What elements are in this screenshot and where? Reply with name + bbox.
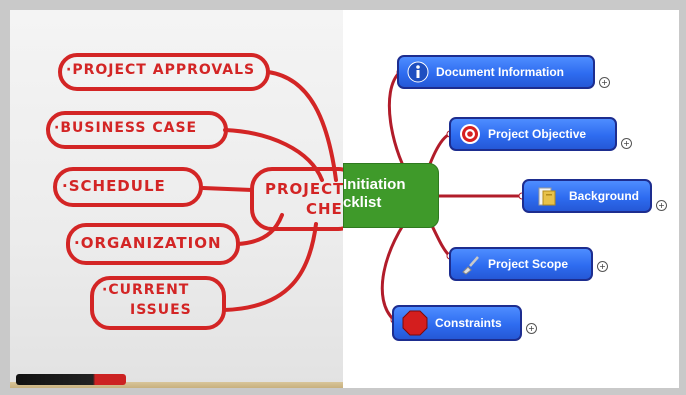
whiteboard-tray	[10, 382, 343, 388]
whiteboard-item-box-3	[53, 167, 203, 207]
shovel-icon	[459, 253, 481, 275]
topic-label: Project Objective	[488, 127, 587, 141]
topic-label: Document Information	[436, 65, 564, 79]
whiteboard-item-1: ·PROJECT APPROVALS	[66, 62, 256, 78]
topic-background[interactable]: Background	[522, 179, 652, 213]
whiteboard-item-2: ·BUSINESS CASE	[54, 120, 198, 136]
central-topic-line-2: cklist	[343, 194, 382, 211]
marker-pen	[16, 374, 126, 385]
expand-project-scope-button[interactable]: +	[597, 261, 608, 272]
folder-document-icon	[536, 185, 558, 207]
topic-document-information[interactable]: Document Information	[397, 55, 595, 89]
topic-label: Project Scope	[488, 257, 569, 271]
connector-organization	[236, 213, 284, 246]
whiteboard-item-3: ·SCHEDULE	[62, 177, 166, 195]
whiteboard-center-line-2: CHE	[306, 200, 343, 218]
connector-schedule	[201, 186, 254, 192]
topic-label: Constraints	[435, 316, 502, 330]
topic-label: Background	[569, 189, 640, 203]
whiteboard-item-box-5	[90, 276, 226, 330]
expand-document-information-button[interactable]: +	[599, 77, 610, 88]
whiteboard-center-line-1: PROJECT	[265, 180, 343, 198]
connector-current-issues	[222, 222, 318, 312]
whiteboard-photo: ·PROJECT APPROVALS ·BUSINESS CASE ·SCHED…	[10, 10, 343, 388]
central-topic-line-1: Initiation	[343, 176, 406, 193]
whiteboard-item-box-2	[46, 111, 228, 149]
expand-project-objective-button[interactable]: +	[621, 138, 632, 149]
stop-sign-icon	[402, 310, 428, 336]
whiteboard-connectors	[201, 70, 338, 312]
whiteboard-center-box	[250, 167, 343, 231]
whiteboard-item-4: ·ORGANIZATION	[74, 234, 222, 252]
central-topic[interactable]	[343, 163, 439, 228]
whiteboard-item-box-1	[58, 53, 270, 91]
connector-approvals	[266, 70, 338, 182]
topic-constraints[interactable]: Constraints	[392, 305, 522, 341]
whiteboard-item-box-4	[66, 223, 240, 265]
central-topic-label: Initiation cklist	[343, 176, 406, 212]
topic-project-objective[interactable]: Project Objective	[449, 117, 617, 151]
target-icon	[459, 123, 481, 145]
topic-project-scope[interactable]: Project Scope	[449, 247, 593, 281]
info-icon	[407, 61, 429, 83]
whiteboard-item-5-line-2: ISSUES	[130, 302, 192, 318]
expand-background-button[interactable]: +	[656, 200, 667, 211]
expand-constraints-button[interactable]: +	[526, 323, 537, 334]
whiteboard-item-5-line-1: ·CURRENT	[102, 282, 190, 298]
